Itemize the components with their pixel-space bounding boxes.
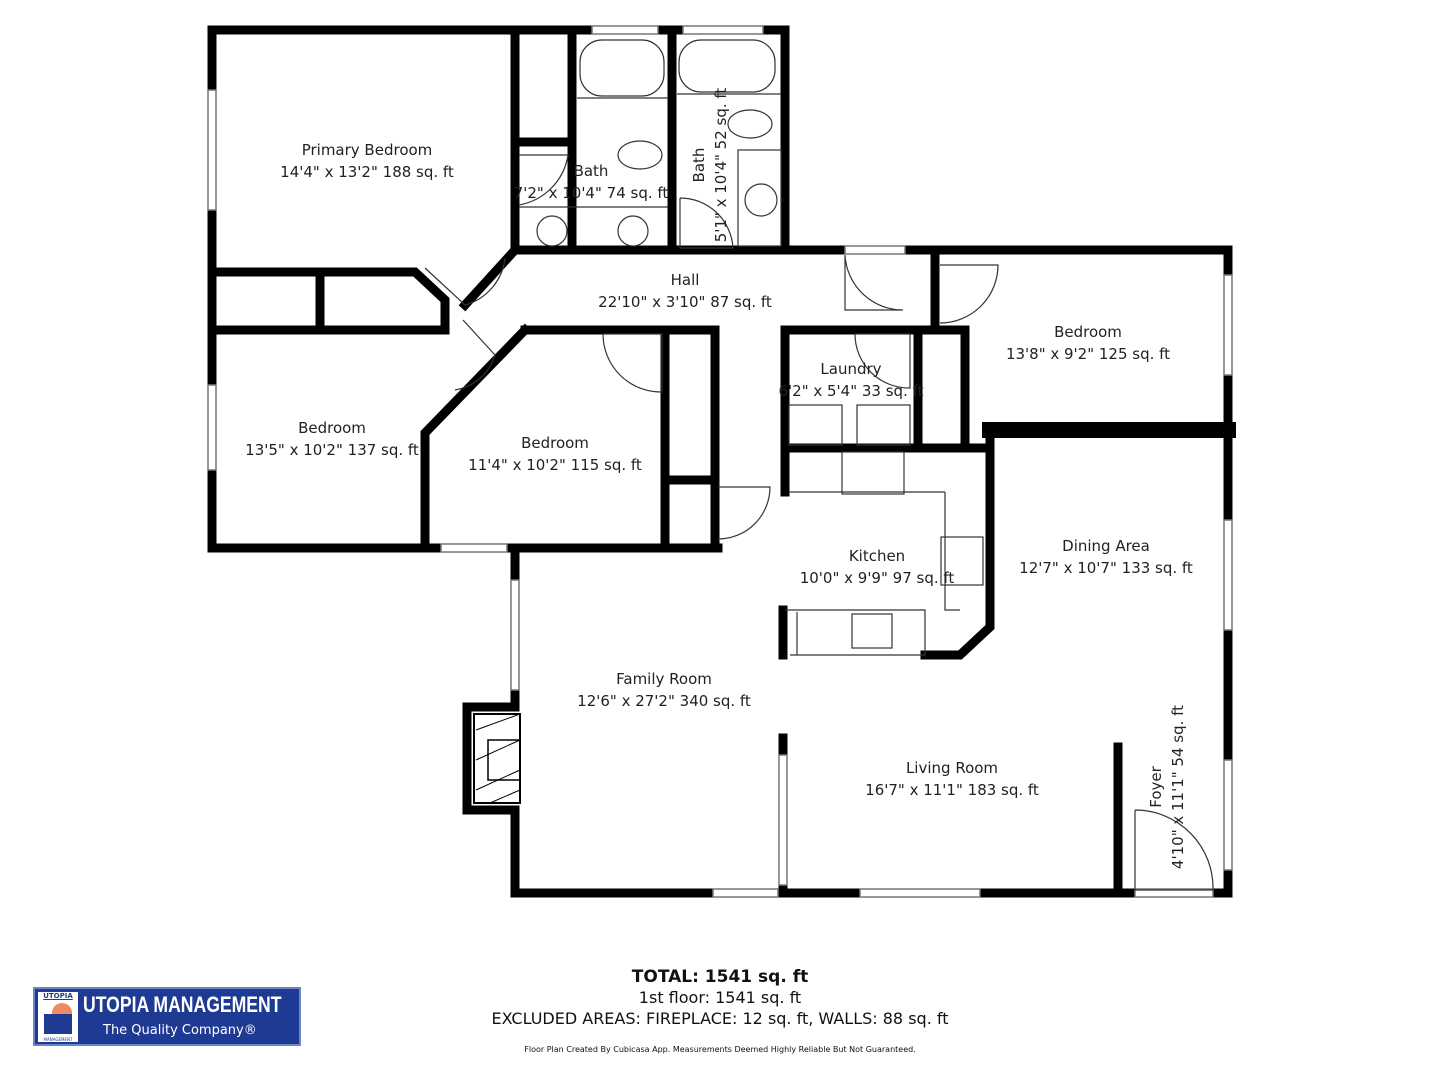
room-name: Laundry	[820, 360, 881, 378]
room-dims: 12'6" x 27'2" 340 sq. ft	[577, 692, 751, 710]
room-name: Bath	[574, 162, 609, 180]
fireplace	[473, 713, 521, 804]
building-icon	[44, 1014, 72, 1034]
room-name: Bedroom	[521, 434, 589, 452]
room-dims: 12'7" x 10'7" 133 sq. ft	[1019, 559, 1193, 577]
excluded-areas: EXCLUDED AREAS: FIREPLACE: 12 sq. ft, WA…	[491, 1009, 949, 1028]
room-dims: 6'2" x 5'4" 33 sq. ft	[778, 382, 923, 400]
fixtures	[424, 39, 1214, 891]
sink-icon	[536, 215, 568, 247]
bathtub-icon	[579, 39, 665, 97]
room-name: Dining Area	[1062, 537, 1150, 555]
door-swing	[518, 154, 569, 206]
floor-area: 1st floor: 1541 sq. ft	[638, 988, 802, 1007]
room-labels: Primary Bedroom 14'4" x 13'2" 188 sq. ft…	[245, 88, 1193, 869]
room-dims: 10'0" x 9'9" 97 sq. ft	[800, 569, 955, 587]
bathtub-icon	[678, 39, 776, 93]
logo-tagline: The Quality Company®	[103, 1023, 257, 1038]
kitchen-sink-icon	[851, 613, 893, 649]
room-dims: 13'5" x 10'2" 137 sq. ft	[245, 441, 419, 459]
credit-note: Floor Plan Created By Cubicasa App. Meas…	[524, 1045, 916, 1054]
sink-icon	[617, 215, 649, 247]
room-dims: 11'4" x 10'2" 115 sq. ft	[468, 456, 642, 474]
logo-emblem: UTOPIA MANAGEMENT	[38, 992, 78, 1042]
total-area: TOTAL: 1541 sq. ft	[631, 967, 809, 987]
utopia-management-logo: UTOPIA MANAGEMENT UTOPIA MANAGEMENT The …	[33, 987, 301, 1046]
logo-title: UTOPIA MANAGEMENT	[83, 992, 282, 1017]
room-name: Bedroom	[298, 419, 366, 437]
logo-small-text: UTOPIA	[43, 992, 73, 1000]
sink-icon	[744, 183, 778, 217]
room-name: Hall	[671, 271, 700, 289]
door-swing	[679, 197, 734, 249]
toilet-icon	[617, 140, 663, 170]
windows	[207, 25, 1233, 898]
room-dims: 5'1" x 10'4" 52 sq. ft	[712, 88, 730, 243]
room-name: Bedroom	[1054, 323, 1122, 341]
room-dims: 4'10" x 11'1" 54 sq. ft	[1169, 705, 1187, 869]
room-name: Bath	[690, 148, 708, 183]
room-dims: 13'8" x 9'2" 125 sq. ft	[1006, 345, 1170, 363]
room-dims: 14'4" x 13'2" 188 sq. ft	[280, 163, 454, 181]
room-name: Family Room	[616, 670, 712, 688]
room-dims: 22'10" x 3'10" 87 sq. ft	[598, 293, 772, 311]
room-name: Living Room	[906, 759, 998, 777]
room-dims: 16'7" x 11'1" 183 sq. ft	[865, 781, 1039, 799]
room-name: Primary Bedroom	[302, 141, 433, 159]
room-dims: 7'2" x 10'4" 74 sq. ft	[514, 184, 669, 202]
toilet-icon	[727, 109, 773, 139]
stove-icon	[940, 536, 984, 586]
room-name: Foyer	[1147, 765, 1165, 807]
room-name: Kitchen	[849, 547, 905, 565]
logo-small-bottom: MANAGEMENT	[43, 1037, 73, 1042]
